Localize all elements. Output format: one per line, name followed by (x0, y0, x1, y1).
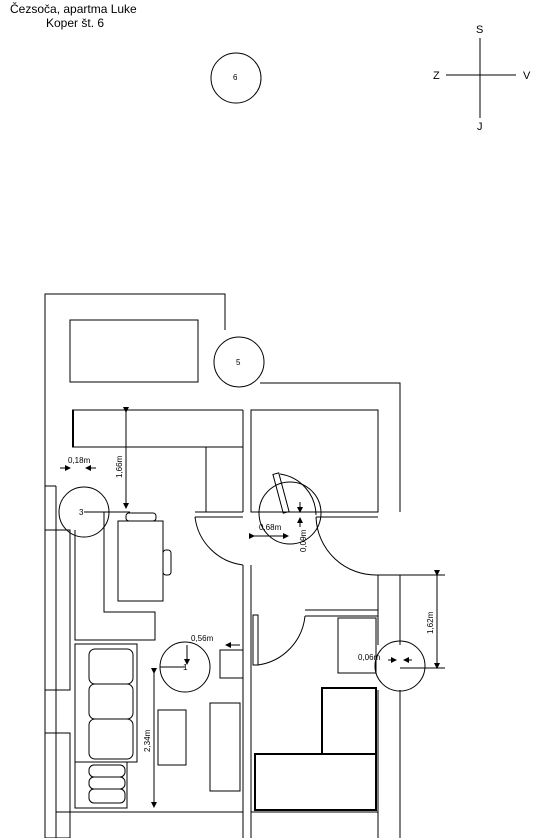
compass-rose: S J Z V (433, 24, 531, 133)
dim-166: 1,66m (115, 455, 124, 478)
terrace-table (69, 319, 199, 383)
terrace-outline (44, 293, 401, 512)
small-unit (219, 649, 244, 679)
compass-east: V (523, 70, 531, 82)
armchair (74, 761, 128, 809)
bedroom-1 (250, 409, 379, 513)
marker-1-label: 1 (183, 663, 188, 672)
door-swings (194, 472, 379, 666)
dim-234: 2,34m (143, 729, 152, 752)
marker-door-circle (258, 481, 322, 545)
window-left-lower (44, 732, 71, 838)
window-left (44, 529, 71, 691)
marker-5-label: 5 (236, 358, 241, 367)
tv-cabinet (209, 702, 241, 792)
bed (254, 753, 377, 811)
compass-west: Z (433, 70, 440, 82)
plan-title: Čezsoča, apartma Luke (10, 1, 137, 16)
sofa (74, 643, 138, 763)
marker-6: 6 (210, 52, 262, 104)
bed-headboard (321, 687, 377, 755)
plan-subtitle: Koper št. 6 (46, 16, 104, 30)
compass-north: S (476, 24, 483, 36)
dim-056: 0,56m (191, 634, 214, 643)
dim-006: 0,06m (358, 653, 381, 662)
marker-5: 5 (213, 336, 265, 388)
apartment-walls (44, 409, 401, 838)
dining-table (117, 520, 164, 602)
marker-3-label: 3 (79, 508, 84, 517)
dim-162: 1,62m (426, 611, 435, 634)
dim-068: 0,68m (259, 523, 282, 532)
dim-018: 0,18m (68, 456, 91, 465)
dimension-lines (60, 407, 445, 808)
compass-south: J (477, 121, 483, 133)
bathroom-unit (337, 617, 377, 674)
marker-1: 1 (159, 641, 211, 693)
dim-009: 0,09m (299, 529, 308, 552)
marker-6-label: 6 (233, 73, 238, 82)
marker-right-circle (374, 640, 426, 692)
marker-3: 3 (58, 486, 130, 538)
coffee-table (157, 709, 187, 766)
furniture (74, 512, 377, 811)
